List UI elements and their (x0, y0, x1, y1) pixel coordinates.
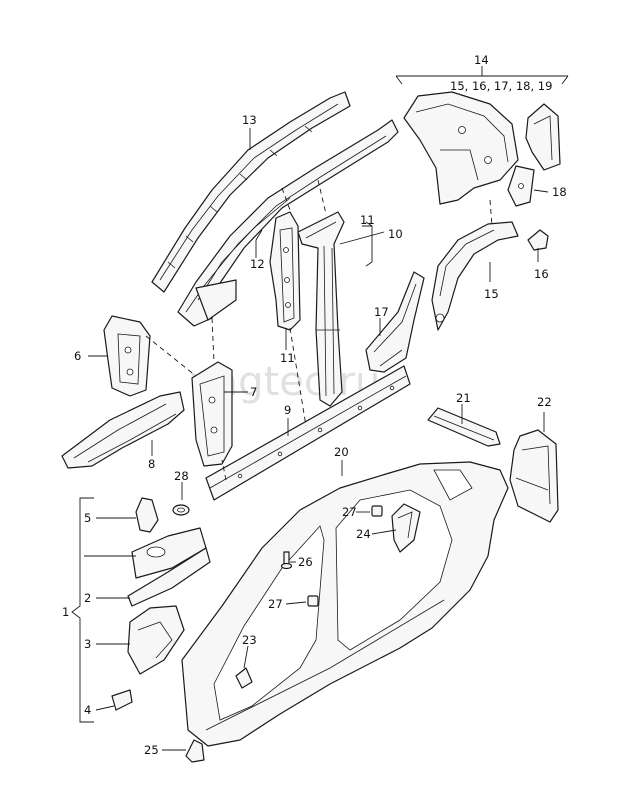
assembly-dashed-lines (145, 179, 493, 481)
callout-14: 14 (474, 53, 489, 67)
callout-17: 17 (374, 305, 389, 319)
callout-23: 23 (242, 633, 257, 647)
callout-20: 20 (334, 445, 349, 459)
callout-3: 3 (84, 637, 91, 651)
part-14-rear-inner-panel (403, 91, 519, 205)
callout-24: 24 (356, 527, 371, 541)
part-2-front-panel (127, 527, 211, 607)
part-10-b-pillar-inner (297, 211, 345, 407)
part-3-wheelhouse-panel (127, 605, 185, 675)
part-16-clip (527, 229, 549, 251)
part-13-roof-rail-outer (151, 91, 351, 293)
callout-5: 5 (84, 511, 91, 525)
callout-13: 13 (242, 113, 257, 127)
callout-7: 7 (250, 385, 257, 399)
callout-6: 6 (74, 349, 81, 363)
part-20-side-panel-frame (181, 461, 509, 747)
part-11-pillar-reinforcement (269, 211, 301, 331)
callout-26: 26 (298, 555, 313, 569)
callout-1: 1 (62, 605, 69, 619)
part-12-roof-rail-inner (177, 119, 399, 327)
callout-15: 15 (484, 287, 499, 301)
callout-22: 22 (537, 395, 552, 409)
part-6-a-pillar-bracket (103, 315, 151, 397)
leader-lines (71, 66, 569, 751)
callout-2: 2 (84, 591, 91, 605)
callout-28: 28 (174, 469, 189, 483)
callout-14-components: 15, 16, 17, 18, 19 (450, 79, 552, 93)
callout-labels: 13 12 11 11 10 6 7 8 9 17 15 16 18 14 15… (62, 53, 567, 757)
part-25-clip (185, 739, 205, 763)
callout-16: 16 (534, 267, 549, 281)
callout-8: 8 (148, 457, 155, 471)
callout-11-lower: 11 (280, 351, 295, 365)
callout-25: 25 (144, 743, 159, 757)
part-7-a-pillar-lower (191, 361, 233, 467)
part-17-c-pillar-bracket (365, 271, 425, 373)
callout-9: 9 (284, 403, 291, 417)
part-28-grommet (172, 504, 190, 516)
part-27-clip-lower (307, 595, 319, 607)
callout-12: 12 (250, 257, 265, 271)
part-9-sill-reinforcement (205, 365, 411, 501)
callout-18: 18 (552, 185, 567, 199)
part-15-wheel-housing (431, 221, 519, 331)
part-23-small-bracket (235, 667, 253, 689)
callout-21: 21 (456, 391, 471, 405)
callout-27-lower: 27 (268, 597, 283, 611)
part-8-longitudinal-member (61, 391, 185, 469)
part-24-bracket (391, 503, 421, 553)
part-5-hinge-bracket (135, 497, 159, 533)
callout-4: 4 (84, 703, 91, 717)
part-18-plate (507, 165, 535, 207)
callout-11-upper: 11 (360, 213, 375, 227)
callout-10: 10 (388, 227, 403, 241)
part-21-rear-bracket (427, 407, 501, 447)
part-26-bolt (280, 551, 293, 570)
callout-27-upper: 27 (342, 505, 357, 519)
part-19-bracket (525, 103, 561, 171)
part-4-support (111, 689, 133, 711)
part-22-tail-panel (509, 429, 559, 523)
part-27-clip-upper (371, 505, 383, 517)
